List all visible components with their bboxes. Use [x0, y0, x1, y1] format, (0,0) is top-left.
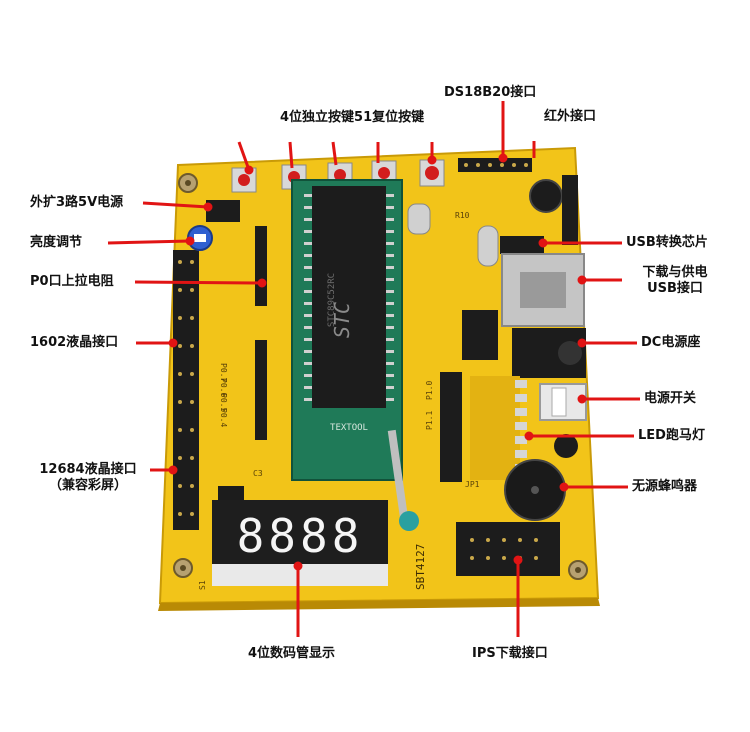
svg-text:S1: S1 — [198, 580, 207, 590]
label-seg-display: 4位数码管显示 — [248, 646, 336, 661]
header-h2 — [255, 340, 267, 440]
label-dc-power: DC电源座 — [641, 335, 701, 350]
ds18b20-header — [458, 158, 532, 172]
svg-text:P1.1: P1.1 — [425, 411, 434, 430]
ext-power-header — [206, 200, 240, 222]
lcd12684-pins — [178, 260, 194, 516]
svg-text:P0.6: P0.6 — [219, 378, 228, 397]
label-lcd12684-line2: （兼容彩屏） — [48, 478, 127, 493]
segment-digits: 8888 — [237, 509, 364, 563]
chip-model: STC89C52RC — [327, 273, 337, 327]
ceramic-capacitor — [399, 511, 419, 531]
label-power-switch: 电源开关 — [644, 391, 697, 406]
label-buzzer: 无源蜂鸣器 — [632, 479, 698, 494]
mcu-chip — [312, 186, 386, 408]
label-brightness: 亮度调节 — [30, 235, 83, 250]
label-download-line1: 下载与供电 — [642, 265, 708, 280]
led-resistors — [470, 376, 520, 480]
label-p0-pullup: P0口上拉电阻 — [30, 274, 114, 289]
svg-text:P1.0: P1.0 — [425, 381, 434, 400]
label-isp-port: IPS下载接口 — [472, 646, 548, 661]
jumper-header — [462, 310, 498, 360]
standoff-screws — [173, 173, 588, 580]
pcb-edge — [158, 598, 600, 611]
crystal-usb — [477, 225, 499, 267]
socket-brand: TEXTOOL — [330, 423, 368, 433]
chip-pins — [304, 194, 394, 401]
svg-text:C3: C3 — [253, 469, 263, 478]
svg-text:JP1: JP1 — [465, 480, 480, 489]
svg-text:P0.4: P0.4 — [219, 408, 228, 427]
label-ds18b20: DS18B20接口 — [444, 85, 537, 100]
label-lcd12684: 12684液晶接口 （兼容彩屏） — [28, 462, 148, 494]
label-download-line2: USB接口 — [647, 281, 703, 296]
svg-text:R10: R10 — [455, 211, 470, 220]
p0-resistor-network — [255, 226, 267, 306]
buzzer-cap — [554, 434, 578, 458]
usb-chip — [500, 236, 544, 254]
silkscreen: P0.7 P0.6 P0.5 P0.4 P1.0 P1.1 C3 JP1 SBT… — [198, 211, 480, 590]
leader-lines — [107, 101, 640, 637]
electrolytic-capacitor — [529, 179, 563, 213]
label-lcd1602: 1602液晶接口 — [30, 335, 119, 350]
label-lcd12684-line1: 12684液晶接口 — [39, 462, 137, 477]
svg-text:SBT4127: SBT4127 — [414, 544, 427, 590]
svg-text:P0.7: P0.7 — [219, 363, 228, 382]
crystal-y1 — [407, 203, 431, 235]
label-ext-power: 外扩3路5V电源 — [30, 195, 124, 210]
isp-header — [456, 522, 560, 576]
svg-text:P0.5: P0.5 — [219, 393, 228, 412]
label-infrared: 红外接口 — [544, 109, 597, 124]
socket-lever — [387, 429, 409, 521]
seg-header — [218, 486, 244, 500]
label-led-marquee: LED跑马灯 — [638, 428, 705, 443]
chip-logo: STC — [330, 302, 354, 338]
label-download: 下载与供电 USB接口 — [620, 265, 730, 297]
led-header — [440, 372, 462, 482]
seven-segment-display — [212, 500, 388, 564]
lcd12684-header — [173, 250, 199, 530]
label-usb-chip: USB转换芯片 — [626, 235, 708, 250]
label-four-keys: 4位独立按键51复位按键 — [280, 110, 425, 125]
